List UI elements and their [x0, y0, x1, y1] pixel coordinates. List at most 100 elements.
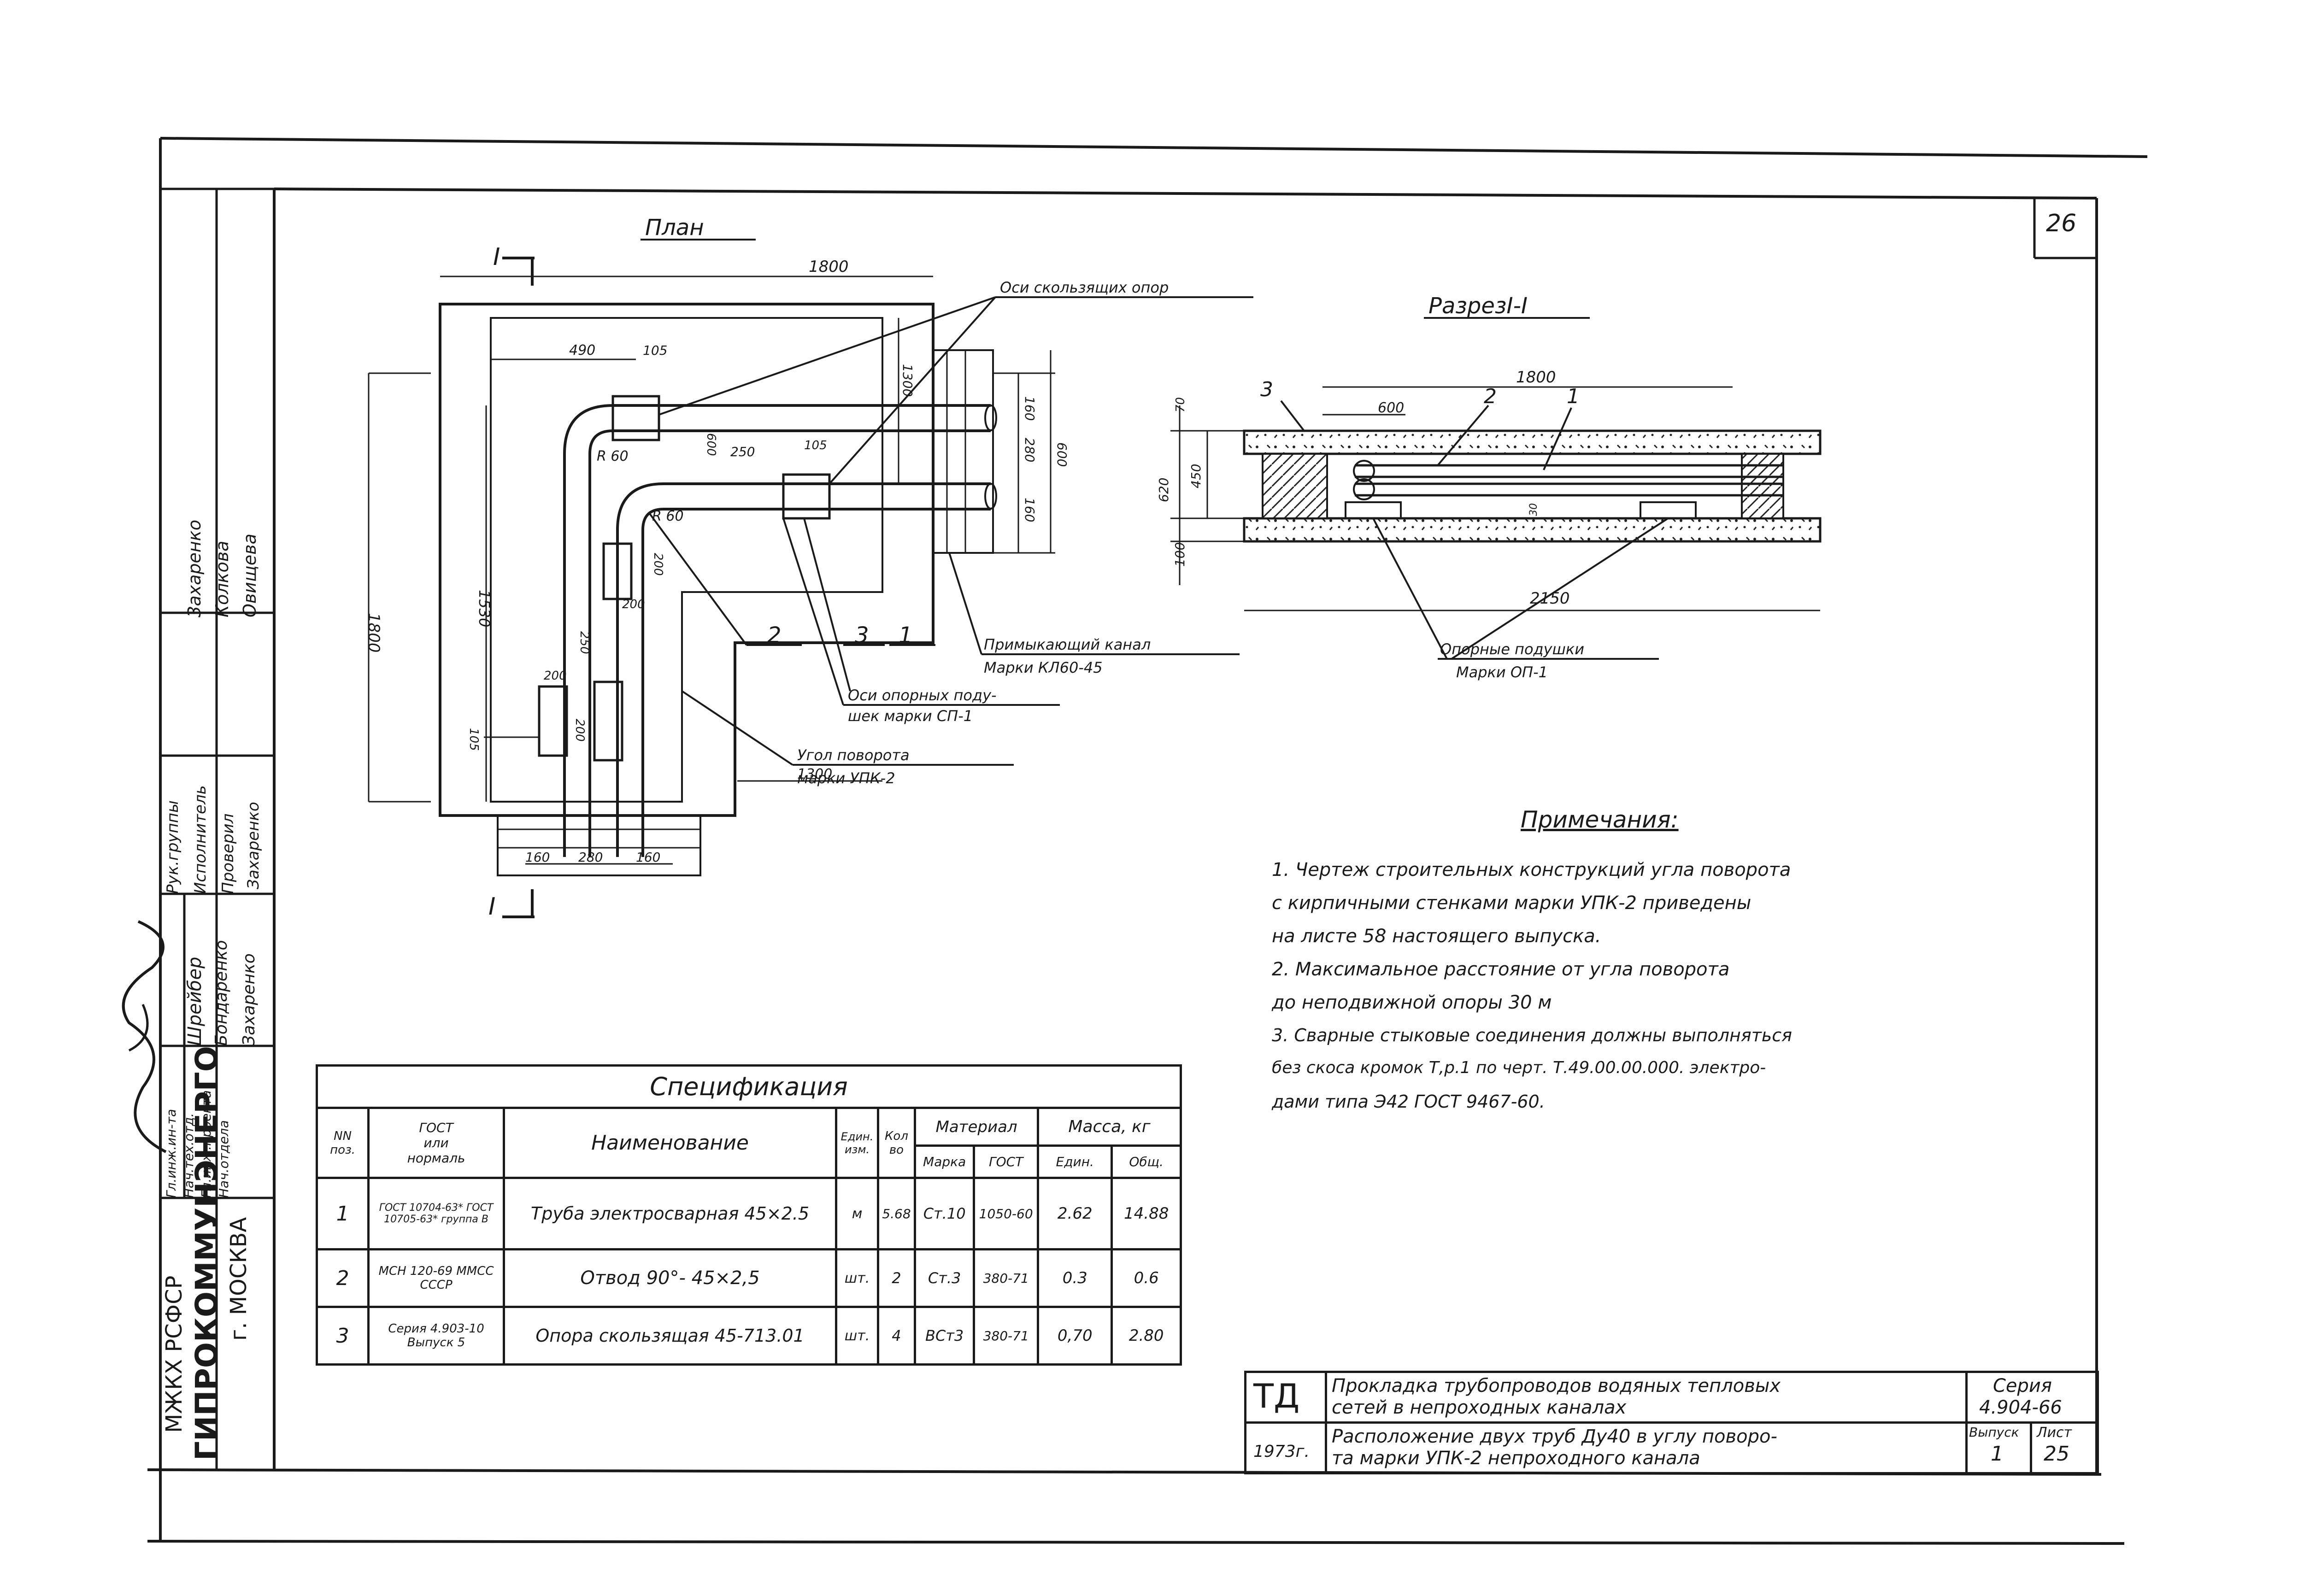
- note-line-7: без скоса кромок Т,р.1 по черт. Т.49.00.…: [1272, 1058, 1766, 1077]
- dim-sec-100: 100: [1172, 542, 1187, 567]
- signature: [122, 920, 167, 1153]
- tb-issue-label: Выпуск: [1969, 1425, 2019, 1440]
- label-corner-1: Угол поворота: [797, 746, 910, 764]
- spec-gost: МСН 120-69 ММСС СССР: [367, 1248, 505, 1308]
- label-adjoining-channel-2: Марки КЛ60-45: [984, 659, 1103, 676]
- name-6: Колкова: [212, 540, 232, 617]
- spec-h-mat-gost: ГОСТ: [973, 1144, 1040, 1179]
- note-line-4: 2. Максимальное расстояние от угла повор…: [1272, 959, 1730, 980]
- label-sliding-supports: Оси скользящих опор: [1000, 279, 1169, 296]
- spec-h-unit: Един.изм.: [835, 1107, 879, 1179]
- label-support-pads-2: шек марки СП-1: [848, 707, 973, 725]
- dim-sec-70: 70: [1174, 397, 1187, 412]
- section-mark-top: I: [493, 243, 500, 271]
- notes-title: Примечания:: [1521, 806, 1679, 833]
- tb-td: ТД: [1253, 1377, 1300, 1415]
- name-4: Захаренко: [244, 802, 263, 889]
- callout-1: 1: [899, 622, 913, 648]
- spec-h-mat-grade: Марка: [914, 1144, 976, 1179]
- spec-grade: ВСт3: [914, 1306, 976, 1366]
- dim-plan-r60a: R 60: [597, 448, 629, 464]
- spec-mat-gost: 380-71: [973, 1248, 1040, 1308]
- spec-title: Спецификация: [316, 1064, 1182, 1109]
- tb-series-label: Серия: [1993, 1375, 2052, 1396]
- tb-line-2: сетей в непроходных каналах: [1332, 1397, 1627, 1418]
- dim-plan-160b: 160: [1022, 498, 1037, 522]
- notes-block: 1. Чертеж строительных конструкций угла …: [1272, 859, 2064, 1125]
- plan-texts: План I I 1800 490 105 1800 1530 R 60 R 6…: [364, 215, 1169, 921]
- tb-line-3: Расположение двух труб Ду40 в углу повор…: [1332, 1426, 1777, 1447]
- section-title: РазрезI-I: [1428, 293, 1528, 319]
- spec-qty: 2: [876, 1248, 917, 1308]
- spec-row: 1 ГОСТ 10704-63* ГОСТ 10705-63* группа В…: [315, 1177, 1182, 1250]
- plan-view: [368, 239, 1253, 918]
- dim-sec-30: 30: [1528, 503, 1540, 516]
- dim-plan-200b: 200: [622, 598, 645, 611]
- label-adjoining-channel-1: Примыкающий канал: [984, 636, 1151, 653]
- dim-plan-1300b: 1300: [797, 766, 832, 782]
- dim-plan-bot-280: 280: [578, 850, 603, 865]
- spec-mass-unit: 0.3: [1037, 1248, 1113, 1308]
- dim-plan-600: 600: [704, 433, 718, 456]
- spec-row: 2 МСН 120-69 ММСС СССР Отвод 90°- 45×2,5…: [315, 1248, 1182, 1308]
- name-5: Захаренко: [184, 520, 205, 617]
- spec-mass-total: 14.88: [1111, 1177, 1182, 1250]
- role-group-lead: Рук.группы: [164, 800, 182, 894]
- spec-mass-unit: 2.62: [1037, 1177, 1113, 1250]
- role-executor: Исполнитель: [191, 785, 210, 894]
- dim-plan-600r: 600: [1054, 442, 1070, 467]
- dim-plan-105a: 105: [643, 343, 667, 358]
- dim-plan-280: 280: [1022, 438, 1037, 462]
- spec-gost: ГОСТ 10704-63* ГОСТ 10705-63* группа В: [367, 1177, 505, 1250]
- callout-2: 2: [767, 622, 782, 648]
- dim-plan-105b: 105: [804, 439, 827, 452]
- spec-pos: 2: [315, 1248, 370, 1308]
- role-dept-head: Нач.отдела: [216, 1120, 231, 1198]
- name-3: Захаренко: [240, 953, 259, 1046]
- dim-plan-200c: 200: [544, 669, 567, 683]
- section-view: [1170, 317, 1822, 660]
- spec-mat-gost: 380-71: [973, 1306, 1040, 1366]
- tb-line-4: та марки УПК-2 непроходного канала: [1332, 1448, 1700, 1469]
- spec-name: Опора скользящая 45-713.01: [502, 1306, 838, 1366]
- section-callout-1: 1: [1567, 385, 1580, 408]
- label-corner-2: марки УПК-2: [797, 769, 895, 787]
- corner-sheet-number: 26: [2046, 210, 2077, 237]
- dim-plan-250b: 250: [577, 631, 591, 654]
- spec-h-mass-unit: Един.: [1037, 1144, 1113, 1179]
- note-line-3: на листе 58 настоящего выпуска.: [1272, 926, 1601, 947]
- label-section-pads-2: Марки ОП-1: [1456, 663, 1548, 681]
- dim-plan-bot-160b: 160: [636, 850, 660, 865]
- label-section-pads-1: Опорные подушки: [1440, 640, 1584, 658]
- spec-row: 3 Серия 4.903-10 Выпуск 5 Опора скользящ…: [315, 1306, 1182, 1366]
- plan-title: План: [645, 215, 704, 241]
- section-callout-2: 2: [1484, 385, 1497, 408]
- note-line-6: 3. Сварные стыковые соединения должны вы…: [1272, 1025, 1792, 1045]
- label-support-pads-1: Оси опорных поду-: [848, 687, 997, 704]
- section-mark-bottom: I: [488, 893, 495, 921]
- dim-plan-top-1800: 1800: [809, 258, 849, 276]
- callout-3: 3: [855, 622, 869, 648]
- dim-plan-490: 490: [569, 342, 595, 358]
- dim-plan-105c: 105: [467, 728, 481, 751]
- dim-sec-2150: 2150: [1530, 589, 1570, 608]
- tb-series-value: 4.904-66: [1979, 1397, 2062, 1418]
- tb-issue-value: 1: [1991, 1442, 2004, 1466]
- dim-sec-620: 620: [1156, 478, 1171, 502]
- spec-h-mass-total: Общ.: [1111, 1144, 1182, 1179]
- dim-plan-250: 250: [730, 444, 755, 459]
- dim-plan-1530: 1530: [476, 590, 493, 627]
- tb-divider-sheet: [2030, 1421, 2032, 1472]
- spec-pos: 3: [315, 1306, 370, 1366]
- tb-sheet-value: 25: [2044, 1442, 2069, 1466]
- spec-grade: Ст.10: [914, 1177, 976, 1250]
- dim-sec-450: 450: [1188, 464, 1204, 488]
- note-line-8: дами типа Э42 ГОСТ 9467-60.: [1272, 1091, 1545, 1112]
- spec-qty: 4: [876, 1306, 917, 1366]
- dim-plan-160a: 160: [1022, 396, 1037, 421]
- name-2: Бондаренко: [212, 940, 231, 1046]
- dim-plan-r60b: R 60: [652, 508, 684, 524]
